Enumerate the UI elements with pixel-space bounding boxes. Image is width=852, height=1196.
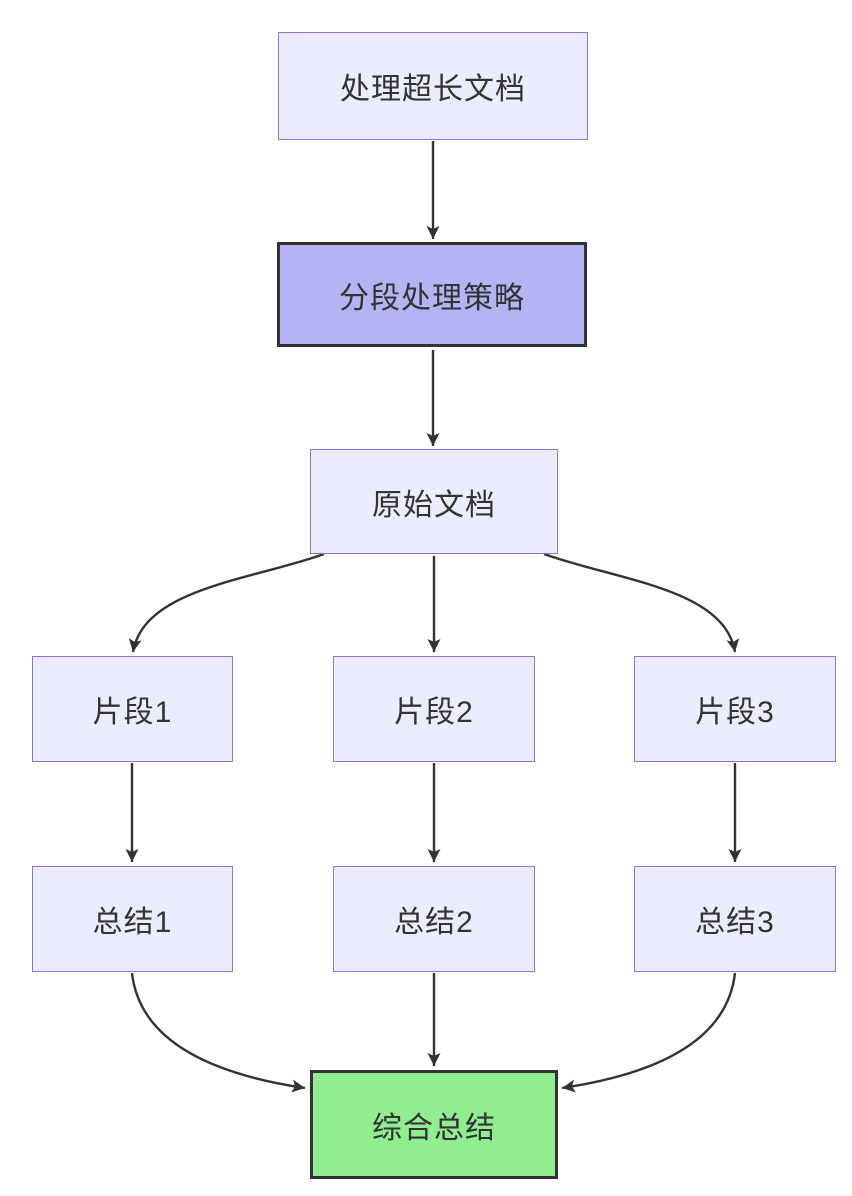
node-label: 片段1 bbox=[92, 696, 173, 729]
node-label: 分段处理策略 bbox=[339, 281, 525, 315]
node-label: 综合总结 bbox=[372, 1111, 496, 1145]
edge-C-P1 bbox=[128, 552, 325, 653]
node-original-document: 原始文档 bbox=[310, 449, 558, 554]
node-summary-3: 总结3 bbox=[634, 866, 836, 972]
node-summary-2: 总结2 bbox=[333, 866, 535, 972]
node-process-long-document: 处理超长文档 bbox=[278, 32, 588, 140]
node-label: 片段2 bbox=[394, 696, 474, 729]
node-summary-1: 总结1 bbox=[32, 866, 233, 972]
edge-S3-Z bbox=[561, 972, 737, 1093]
node-fragment-1: 片段1 bbox=[32, 656, 233, 762]
node-comprehensive-summary: 综合总结 bbox=[310, 1070, 558, 1179]
node-label: 原始文档 bbox=[372, 488, 496, 522]
edge-S1-Z bbox=[130, 972, 306, 1093]
edge-C-P3 bbox=[543, 552, 740, 653]
node-label: 总结2 bbox=[394, 906, 474, 939]
node-fragment-2: 片段2 bbox=[333, 656, 535, 762]
node-label: 总结3 bbox=[695, 906, 775, 939]
node-fragment-3: 片段3 bbox=[634, 656, 836, 762]
node-label: 总结1 bbox=[92, 906, 173, 939]
node-segmented-processing-strategy: 分段处理策略 bbox=[277, 242, 587, 347]
node-label: 片段3 bbox=[695, 696, 775, 729]
node-label: 处理超长文档 bbox=[340, 73, 526, 106]
